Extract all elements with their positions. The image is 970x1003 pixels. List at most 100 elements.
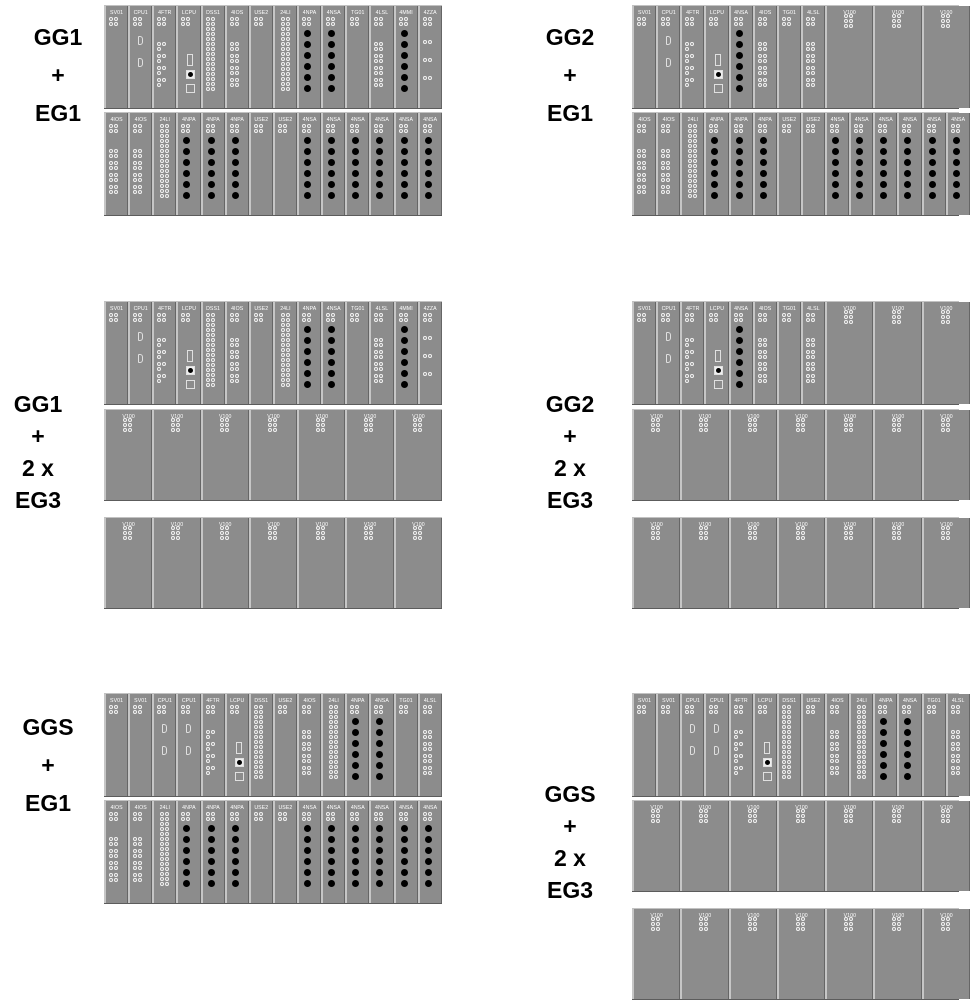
status-led [350,313,355,317]
status-led [210,87,215,91]
status-led [781,313,786,317]
status-led-lit [376,751,384,758]
status-led [285,67,290,71]
status-led [651,922,655,926]
status-led [835,759,839,763]
status-led [403,17,408,21]
status-led [945,310,950,314]
rack-card-use2: USE2 [248,302,273,404]
status-led [422,129,427,133]
rack-card-4ios: 4IOS [752,6,777,108]
status-led [642,705,646,709]
status-led [757,78,762,82]
status-led [685,54,690,58]
card-label: V100 [891,913,905,919]
status-led [160,174,165,178]
status-led [205,348,210,352]
rack-card-dss1: DSS1 [200,302,225,404]
status-led [422,747,427,751]
status-led [656,814,660,818]
status-led [331,22,336,26]
status-led [334,705,339,709]
status-led [747,526,752,530]
status-led [138,161,143,165]
status-led [642,318,646,322]
status-led [109,318,113,322]
rack-card-4ftr: 4FTR [152,302,177,404]
status-led [945,526,950,530]
port-icon [186,70,196,79]
status-led [165,149,170,153]
status-led [157,374,162,378]
rack-card-use2: USE2 [248,113,273,215]
status-led [205,817,210,821]
status-led [285,363,290,367]
status-led [786,705,791,709]
status-led [160,144,165,148]
status-led [685,313,690,317]
rack-card-4lsl: 4LSL [800,302,825,404]
status-led-lit [304,148,311,155]
status-led [897,19,902,23]
status-led [950,754,955,758]
status-led [355,318,360,322]
status-led-lit [904,159,912,166]
status-led [355,17,360,21]
status-led [892,536,897,540]
status-led [685,66,690,70]
status-led-lit [952,181,960,188]
status-led [321,531,326,535]
status-led [690,362,695,366]
status-led [666,710,671,714]
status-led [690,338,695,342]
status-led [157,59,162,63]
status-led [857,720,862,724]
status-led [321,428,326,432]
status-led [844,418,849,422]
status-led [835,705,839,709]
status-led-lit [880,718,888,725]
status-led [138,817,143,821]
status-led [379,355,384,359]
status-led-lit [352,137,360,144]
status-led [272,536,277,540]
status-led [892,809,897,813]
rack-card-sv01: SV01 [632,694,657,796]
card-label: 4IOS [759,10,772,16]
status-led-lit [928,170,936,177]
status-led [688,134,693,138]
status-led [733,754,738,758]
status-led [210,742,215,746]
status-led [642,161,646,165]
status-led-lit [304,381,311,388]
status-led [897,428,902,432]
card-label: 4MMI [399,306,413,312]
status-led [258,129,263,133]
status-led [329,770,334,774]
status-led [907,124,912,128]
status-led [666,149,671,153]
status-led [747,927,752,931]
card-label: LCPU [758,698,773,704]
status-led [661,149,666,153]
status-led [800,418,805,422]
status-led [422,705,427,709]
status-led [844,526,849,530]
status-led [398,124,403,128]
status-led [907,710,912,714]
status-led-lit [328,192,336,199]
status-led [699,922,704,926]
status-led [379,318,384,322]
status-led [849,809,854,813]
status-led [651,418,655,422]
rack-card-4ios: 4IOS [224,6,249,108]
status-led [795,819,800,823]
status-led-lit [183,192,191,199]
status-led [160,877,165,881]
status-led [234,83,239,87]
status-led [334,760,339,764]
port-icon [234,758,244,767]
status-led-lit [376,740,384,747]
status-led [690,78,695,82]
card-label: 4NSA [423,117,438,123]
